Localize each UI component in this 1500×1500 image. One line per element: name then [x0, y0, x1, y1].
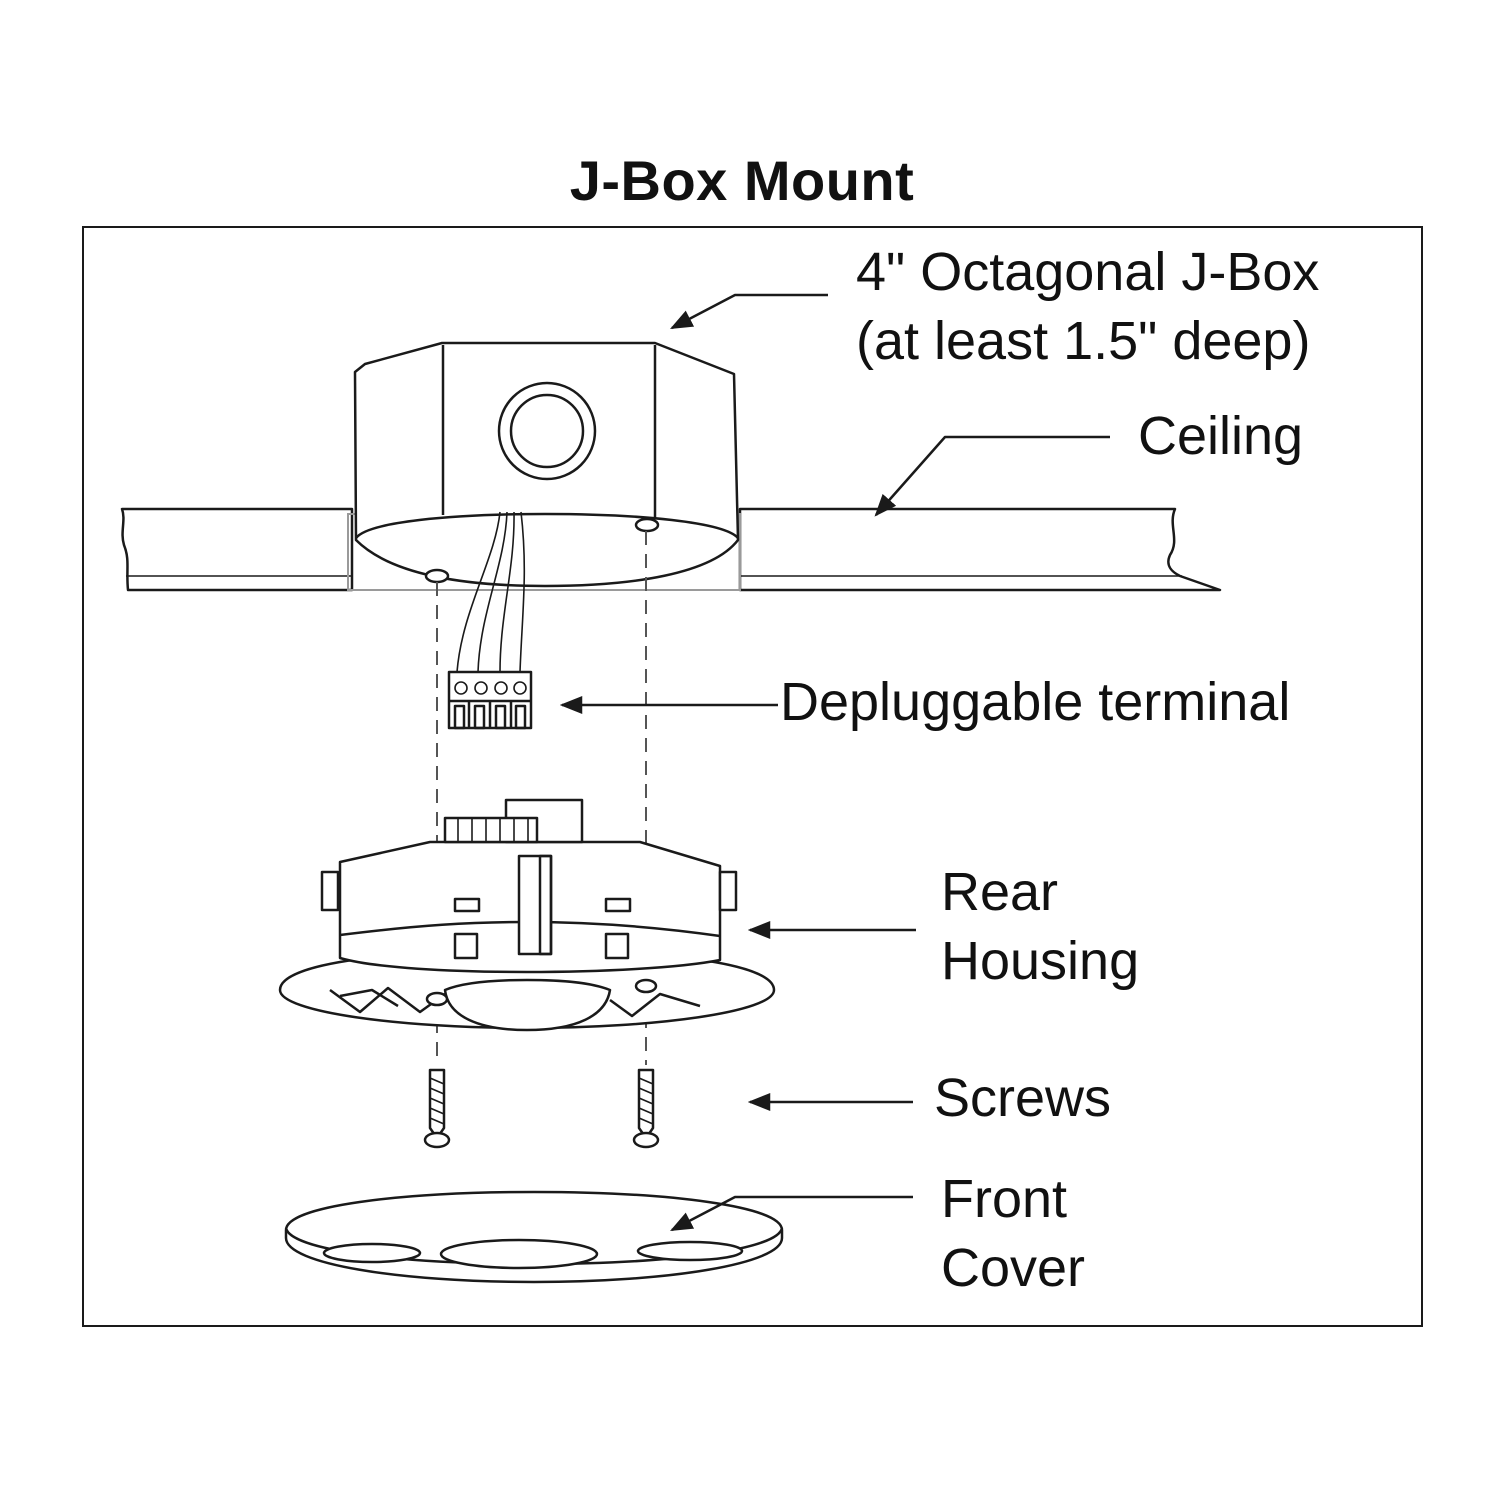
octagonal-jbox [353, 341, 740, 588]
screw-left [423, 1068, 451, 1149]
wires [456, 511, 526, 673]
terminal-block [447, 670, 533, 730]
label-ceiling: Ceiling [1138, 406, 1304, 466]
label-screws: Screws [934, 1068, 1112, 1128]
label-front-cover: Front Cover [941, 1165, 1085, 1303]
diagram-frame [82, 226, 1423, 1327]
label-rear-housing: Rear Housing [941, 858, 1139, 996]
screw-right [632, 1068, 660, 1149]
label-terminal: Depluggable terminal [780, 672, 1291, 732]
rear-housing [278, 798, 776, 1032]
label-front-cover-line2: Cover [941, 1238, 1086, 1299]
label-jbox: 4" Octagonal J-Box (at least 1.5" deep) [856, 238, 1319, 376]
label-rear-housing-line2: Housing [941, 931, 1140, 992]
label-rear-housing-line1: Rear [941, 862, 1059, 922]
diagram-title: J-Box Mount [569, 149, 915, 212]
front-cover [284, 1190, 784, 1284]
label-jbox-line1: 4" Octagonal J-Box [856, 242, 1320, 302]
label-front-cover-line1: Front [941, 1169, 1068, 1229]
leader-lines [559, 293, 1110, 1232]
label-jbox-line2: (at least 1.5" deep) [856, 311, 1311, 372]
